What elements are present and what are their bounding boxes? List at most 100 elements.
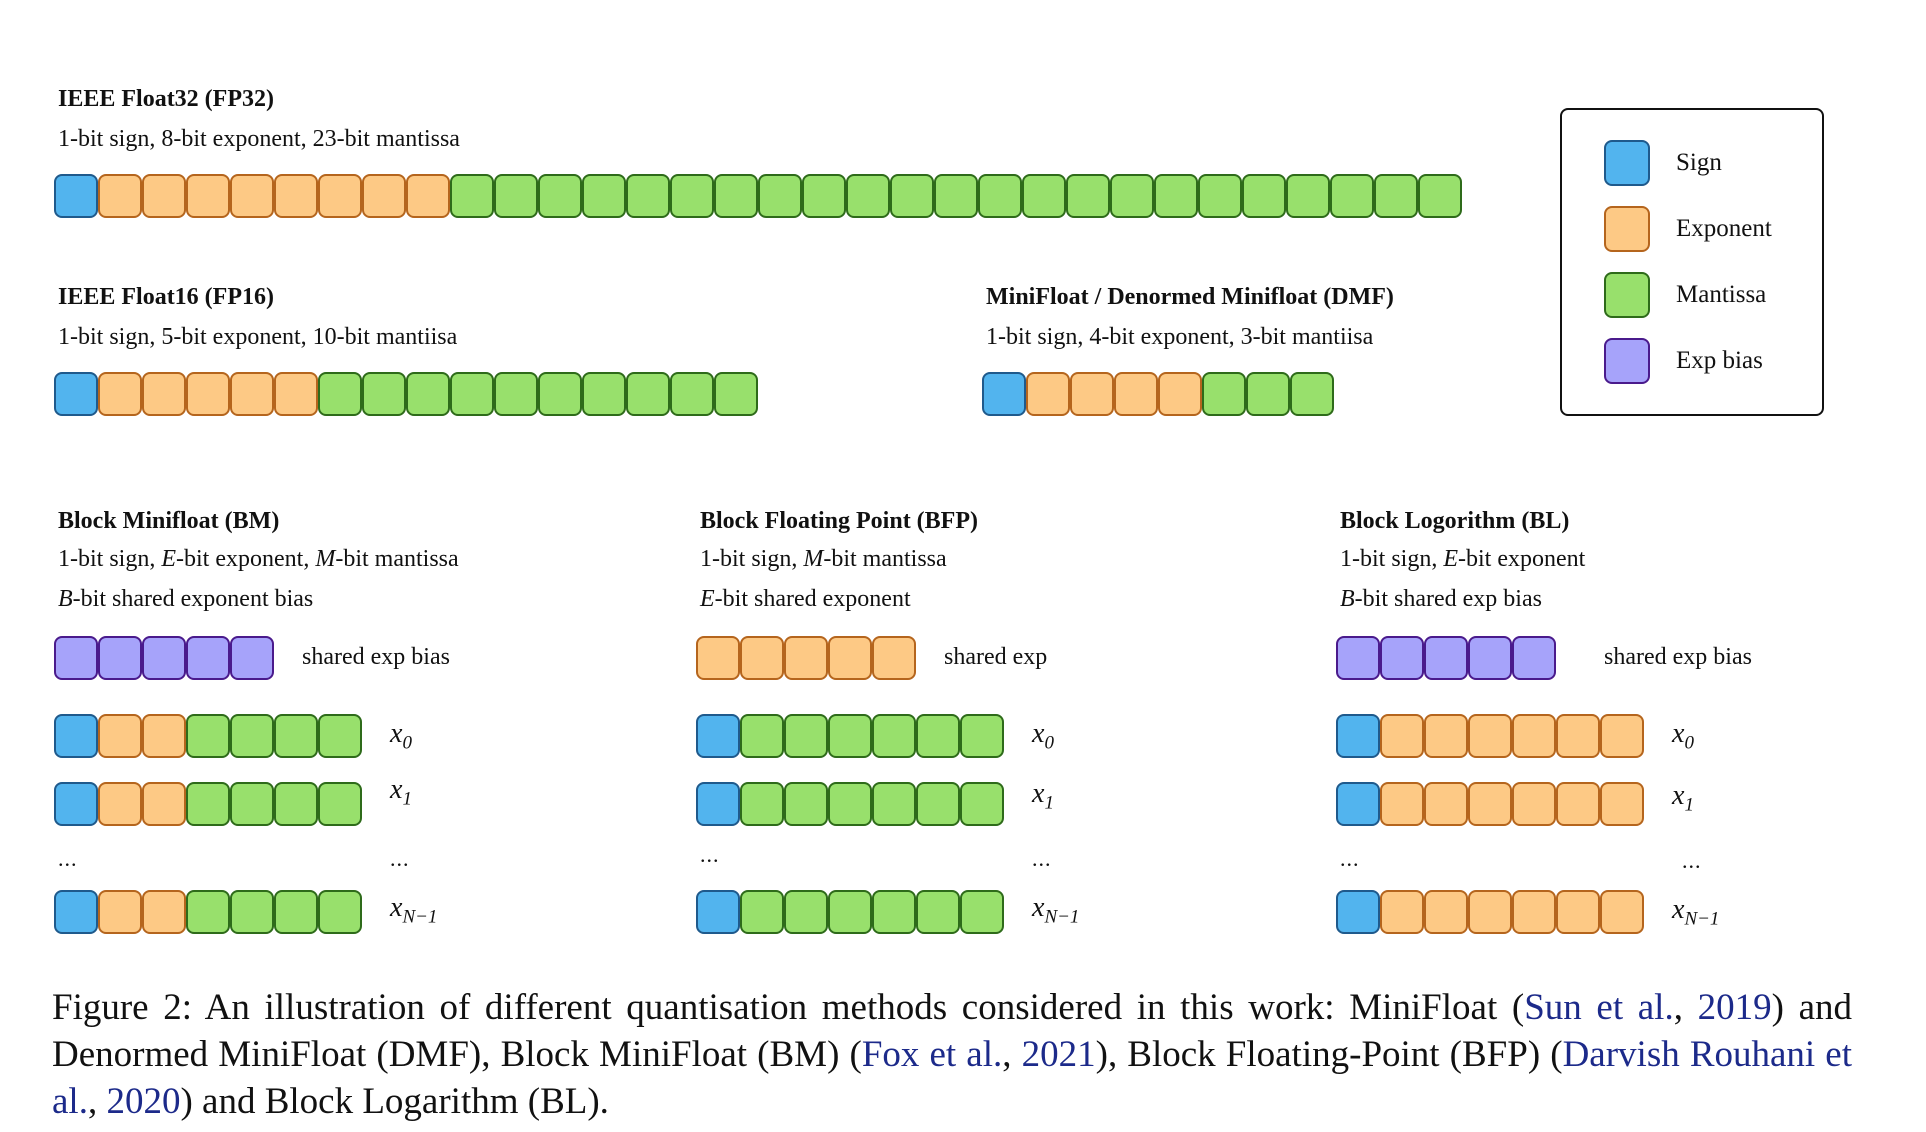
exp-bias-bit: [142, 636, 186, 680]
exponent-bit: [98, 714, 142, 758]
exp-bias-bit: [230, 636, 274, 680]
bm-title: Block Minifloat (BM): [58, 508, 280, 534]
mantissa-bit: [1022, 174, 1066, 218]
mantissa-bit: [186, 890, 230, 934]
bfp-description-line2: E-bit shared exponent: [700, 586, 911, 612]
exponent-bit: [362, 174, 406, 218]
exponent-bit: [142, 174, 186, 218]
exponent-bit: [186, 372, 230, 416]
exponent-bit: [1600, 782, 1644, 826]
citation-link[interactable]: Darvish Rouhani et al.: [52, 1034, 1853, 1122]
mantissa-bit: [538, 174, 582, 218]
exponent-bit: [1468, 890, 1512, 934]
mantissa-bit: [916, 714, 960, 758]
mantissa-bit: [494, 174, 538, 218]
mantissa-bit: [802, 174, 846, 218]
mantissa-bit: [450, 372, 494, 416]
mantissa-bit: [582, 174, 626, 218]
exponent-bit: [1424, 782, 1468, 826]
sign-bit: [1336, 714, 1380, 758]
exponent-bit: [406, 174, 450, 218]
exponent-bit: [1070, 372, 1114, 416]
mantissa-bit: [274, 782, 318, 826]
exponent-swatch: [1604, 206, 1650, 252]
citation-link[interactable]: 2019: [1697, 987, 1772, 1028]
sign-bit: [696, 714, 740, 758]
mantissa-bit: [1154, 174, 1198, 218]
mantissa-bit: [186, 782, 230, 826]
exponent-bit: [1468, 782, 1512, 826]
citation-link[interactable]: Fox et al.: [861, 1034, 1003, 1075]
mantissa-bit: [274, 890, 318, 934]
exponent-bit: [318, 174, 362, 218]
mantissa-bit: [740, 890, 784, 934]
sign-bit: [982, 372, 1026, 416]
mantissa-bit: [872, 782, 916, 826]
bl-ellipsis-right: ...: [1682, 848, 1702, 873]
exponent-bit: [142, 890, 186, 934]
fp32-description: 1-bit sign, 8-bit exponent, 23-bit manti…: [58, 126, 460, 152]
bfp-label-xn: xN−1: [1032, 892, 1080, 928]
exponent-bit: [1380, 782, 1424, 826]
exponent-bit: [1556, 782, 1600, 826]
sign-bit: [54, 174, 98, 218]
exponent-bit: [1556, 714, 1600, 758]
exponent-bit: [1468, 714, 1512, 758]
fp32-bit-row: [54, 174, 1462, 218]
fp16-title: IEEE Float16 (FP16): [58, 284, 274, 310]
bl-title: Block Logorithm (BL): [1340, 508, 1570, 534]
exponent-bit: [230, 372, 274, 416]
mantissa-bit: [318, 714, 362, 758]
sign-bit: [54, 782, 98, 826]
bm-description-line2: B-bit shared exponent bias: [58, 586, 314, 612]
exponent-bit: [274, 372, 318, 416]
mantissa-bit: [872, 890, 916, 934]
mantissa-bit: [740, 714, 784, 758]
sign-bit: [1336, 782, 1380, 826]
bfp-shared-bit-row: [696, 636, 916, 680]
exponent-bit: [1556, 890, 1600, 934]
mantissa-bit: [626, 372, 670, 416]
mantissa-bit: [934, 174, 978, 218]
bfp-row-x1: [696, 782, 1004, 826]
legend-item-exp-bias: Exp bias: [1604, 338, 1763, 384]
exponent-bit: [186, 174, 230, 218]
bfp-label-x1: x1: [1032, 778, 1054, 814]
exponent-bit: [1600, 714, 1644, 758]
mantissa-bit: [758, 174, 802, 218]
citation-link[interactable]: 2020: [106, 1081, 181, 1122]
mantissa-bit: [1374, 174, 1418, 218]
dmf-description: 1-bit sign, 4-bit exponent, 3-bit mantii…: [986, 324, 1374, 350]
sign-bit: [54, 890, 98, 934]
dmf-bit-row: [982, 372, 1334, 416]
citation-link[interactable]: 2021: [1021, 1034, 1096, 1075]
mantissa-bit: [230, 714, 274, 758]
mantissa-bit: [186, 714, 230, 758]
exponent-bit: [1380, 890, 1424, 934]
mantissa-bit: [828, 890, 872, 934]
exponent-bit: [872, 636, 916, 680]
sign-bit: [54, 372, 98, 416]
figure-caption: Figure 2: An illustration of different q…: [52, 987, 1853, 1122]
mantissa-bit: [538, 372, 582, 416]
bfp-ellipsis-right: ...: [1032, 846, 1052, 871]
bfp-label-x0: x0: [1032, 718, 1054, 754]
sign-bit: [54, 714, 98, 758]
fp16-description: 1-bit sign, 5-bit exponent, 10-bit manti…: [58, 324, 458, 350]
bm-shared-bit-row: [54, 636, 274, 680]
bm-row-xn: [54, 890, 362, 934]
mantissa-bit: [1290, 372, 1334, 416]
mantissa-bit: [318, 782, 362, 826]
exponent-bit: [274, 174, 318, 218]
exponent-bit: [142, 782, 186, 826]
exponent-bit: [1512, 714, 1556, 758]
mantissa-bit: [916, 782, 960, 826]
exp-bias-bit: [186, 636, 230, 680]
exponent-bit: [98, 782, 142, 826]
exponent-bit: [142, 714, 186, 758]
legend-label: Exponent: [1676, 215, 1772, 242]
mantissa-bit: [916, 890, 960, 934]
citation-link[interactable]: Sun et al.: [1524, 987, 1674, 1028]
mantissa-bit: [714, 174, 758, 218]
mantissa-bit: [828, 714, 872, 758]
